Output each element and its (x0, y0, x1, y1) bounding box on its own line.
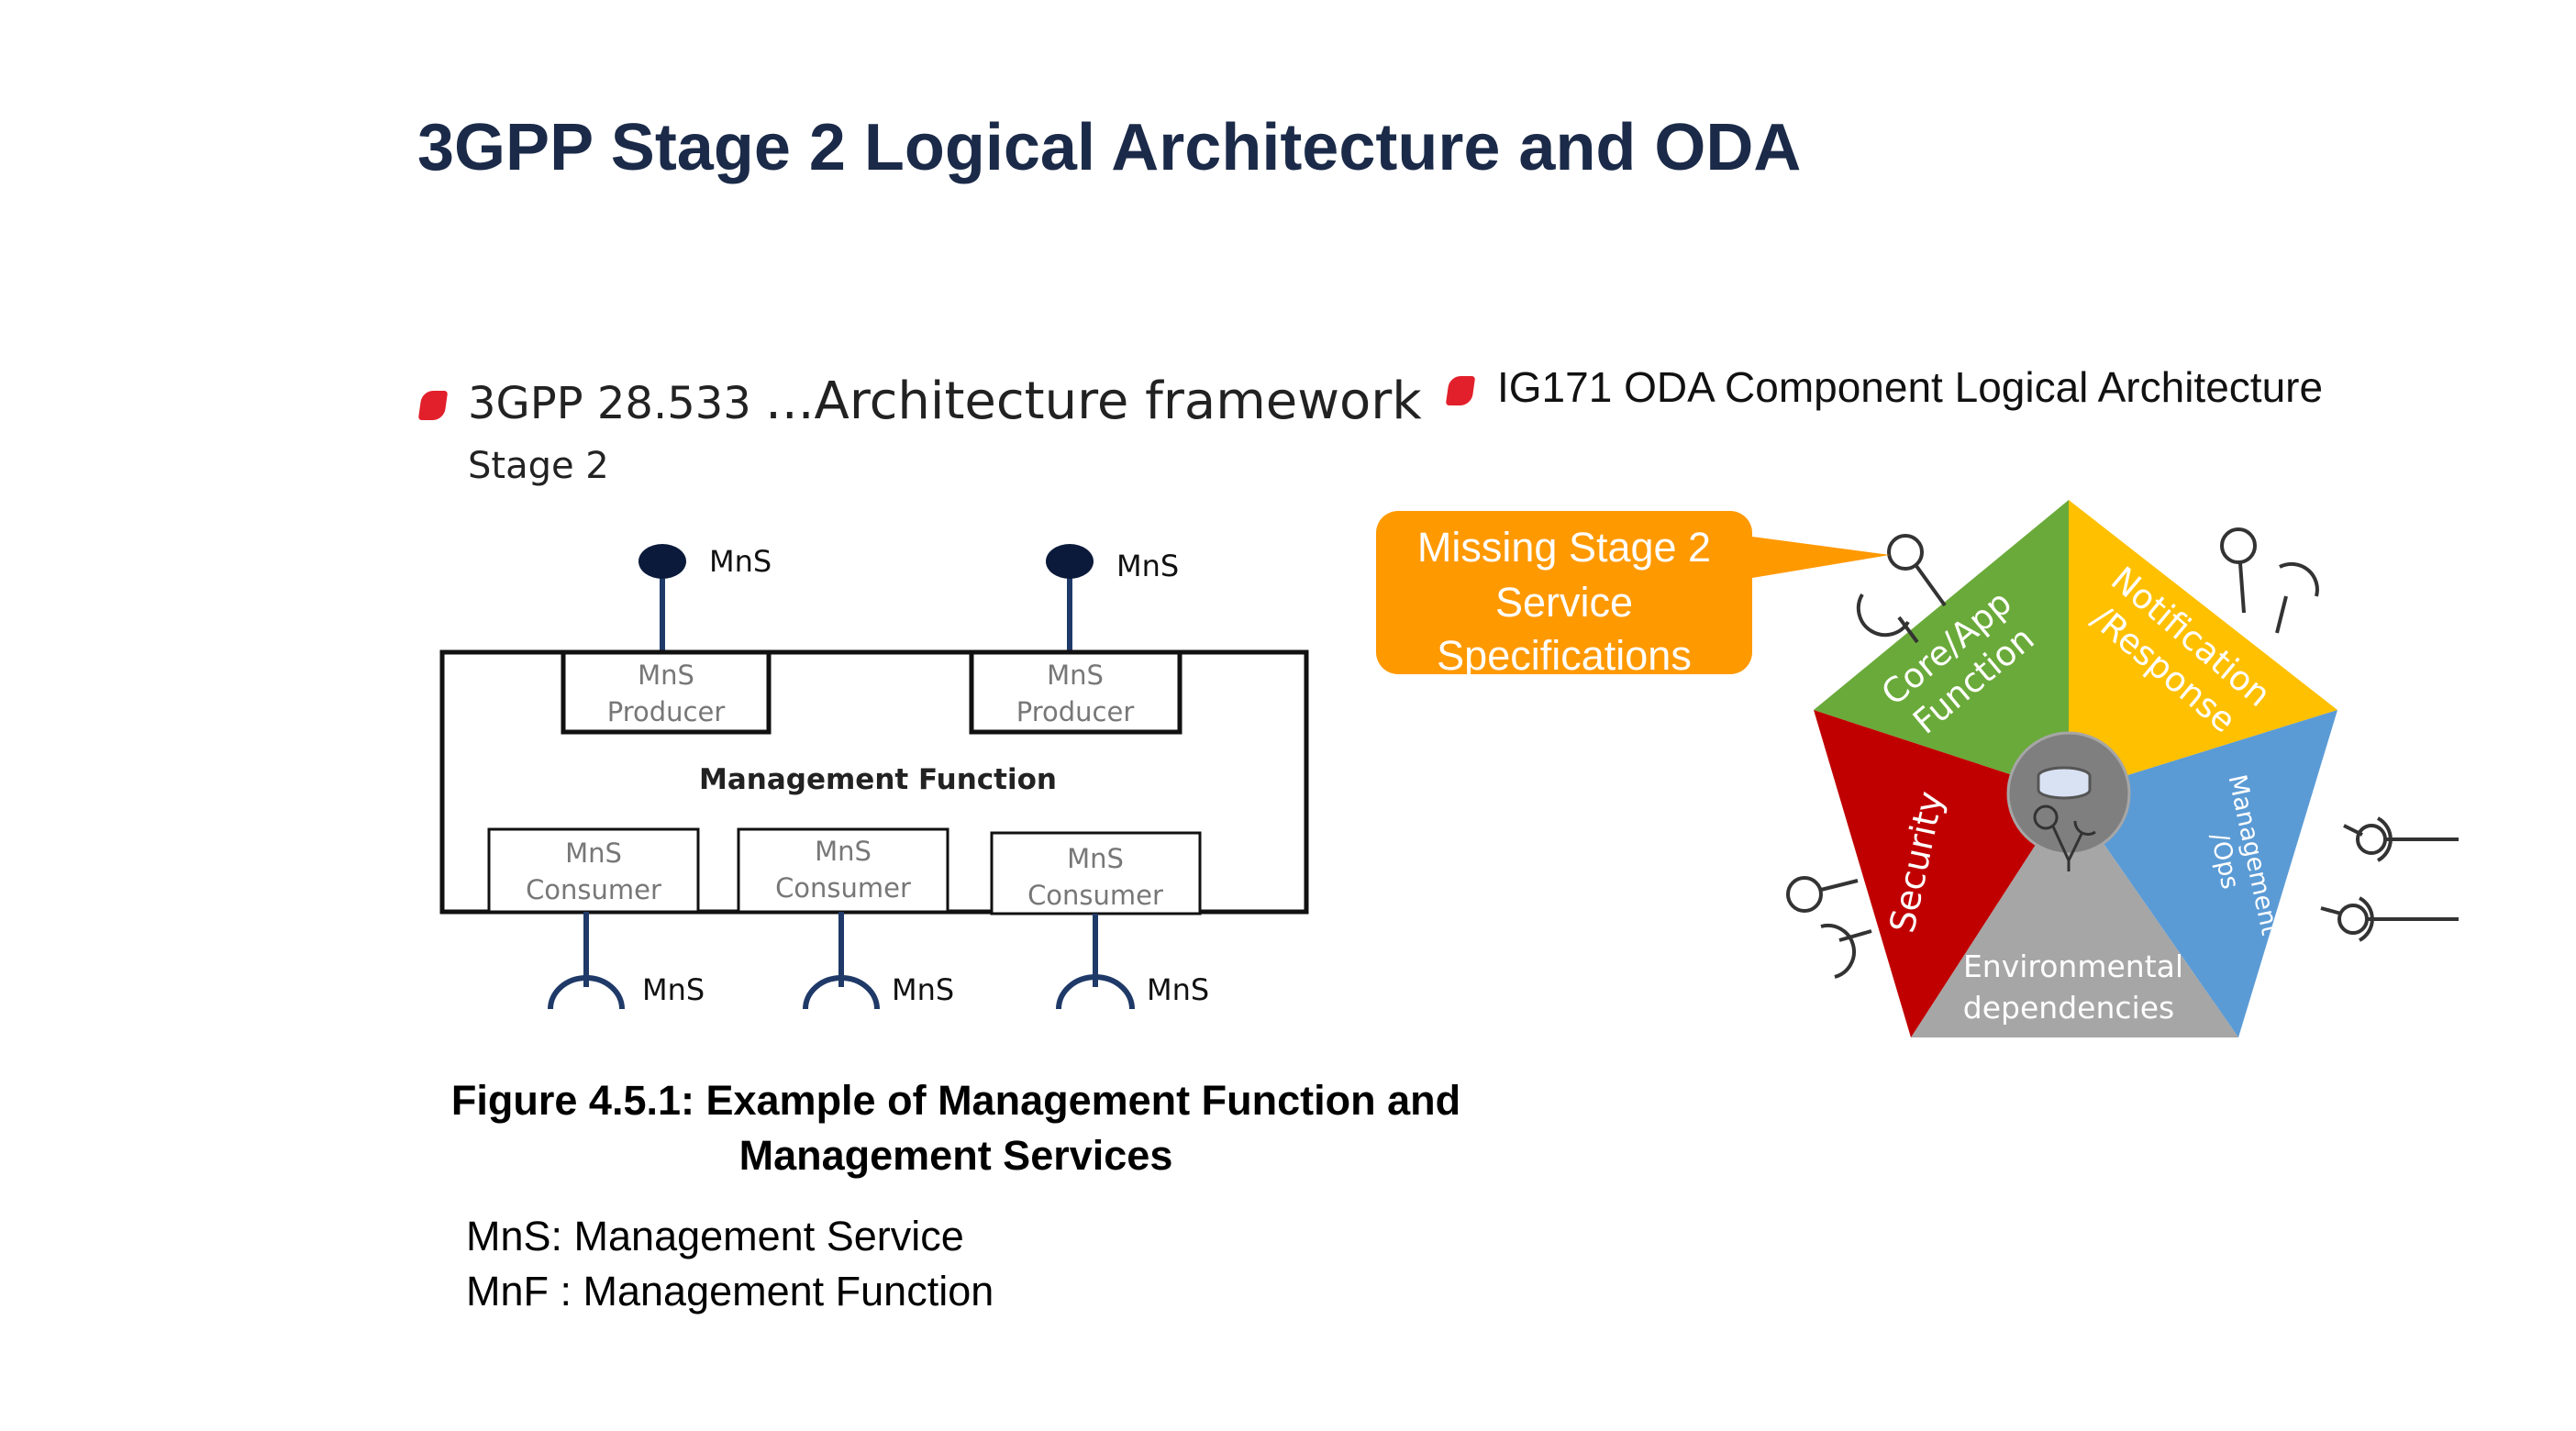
environmental-label-1: Environmental (1963, 948, 2183, 984)
mns-consumer-label-1b: Consumer (526, 874, 661, 905)
ball-and-socket-connector-top-right (2220, 527, 2319, 634)
legend-mnf: MnF : Management Function (466, 1268, 994, 1315)
management-function-label: Management Function (699, 763, 1057, 796)
mns-producer-label-1a: MnS (638, 660, 694, 691)
management-function-diagram: MnS MnS Management Function MnS Producer… (439, 544, 1309, 1010)
core-app-function-segment (1814, 500, 2069, 793)
mns-consumer-label-1a: MnS (565, 838, 622, 869)
environmental-dependencies-segment (1911, 793, 2238, 1037)
right-heading: IG171 ODA Component Logical Architecture (1497, 363, 2324, 411)
security-segment (1814, 710, 2069, 1037)
mns-consumer-box-3 (990, 831, 1202, 915)
callout-line-3: Specifications (1437, 632, 1692, 679)
mns-consumer-socket-1 (548, 975, 625, 1010)
mns-consumer-box-1 (487, 827, 700, 914)
mns-consumer-label-3b: Consumer (1027, 880, 1163, 911)
left-heading-prefix: 3GPP 28.533 (468, 378, 751, 429)
mns-label-top-2: MnS (1116, 549, 1179, 583)
callout-pointer (1752, 537, 1890, 578)
notification-response-segment (2069, 500, 2337, 793)
mns-label-bottom-1: MnS (642, 972, 705, 1007)
mns-producer-box-2 (969, 649, 1183, 735)
bullet-marker-right (1445, 376, 1476, 405)
mns-producer-label-2b: Producer (1016, 696, 1135, 727)
database-icon (2037, 766, 2092, 800)
mns-producer-label-1b: Producer (607, 696, 726, 727)
mns-consumer-label-3a: MnS (1067, 843, 1124, 874)
ball-and-socket-connector-right-2 (2320, 896, 2459, 942)
ball-and-socket-connector-right-1 (2343, 816, 2459, 862)
mns-consumer-socket-3 (1056, 974, 1135, 1010)
management-ops-segment (2069, 710, 2337, 1037)
legend-mns: MnS: Management Service (466, 1213, 964, 1259)
bullet-marker-left (417, 391, 449, 420)
left-heading: 3GPP 28.533 ...Architecture framework (468, 372, 1422, 431)
ball-and-socket-connector-left (1786, 876, 1872, 979)
mns-consumer-socket-2 (803, 975, 880, 1010)
callout-line-1: Missing Stage 2 (1417, 524, 1711, 571)
mns-producer-dot-1 (638, 544, 686, 579)
environmental-label-2: dependencies (1963, 990, 2174, 1026)
mns-producer-box-1 (561, 649, 772, 735)
missing-stage2-callout (1376, 511, 1752, 674)
mns-consumer-label-2b: Consumer (775, 872, 911, 904)
mns-label-top-1: MnS (709, 544, 772, 579)
mns-producer-label-2a: MnS (1047, 660, 1104, 691)
left-heading-main: ...Architecture framework (765, 372, 1422, 431)
mns-producer-dot-2 (1046, 544, 1094, 579)
oda-component-diagram: Core/App Function Notification /Response… (1376, 500, 2459, 1037)
left-heading-sub: Stage 2 (468, 445, 609, 487)
mns-consumer-box-2 (737, 827, 949, 914)
ball-and-socket-mini-icon (2033, 804, 2096, 871)
figure-caption: Figure 4.5.1: Example of Management Func… (450, 1077, 1461, 1179)
mns-label-bottom-2: MnS (892, 972, 954, 1007)
ball-and-socket-connector-top-left (1856, 534, 1947, 644)
callout-line-2: Service (1495, 579, 1633, 626)
page-title: 3GPP Stage 2 Logical Architecture and OD… (417, 111, 1802, 184)
mns-label-bottom-3: MnS (1147, 972, 1209, 1007)
legend: MnS: Management Service MnF : Management… (466, 1209, 994, 1319)
mns-consumer-label-2a: MnS (815, 836, 872, 867)
